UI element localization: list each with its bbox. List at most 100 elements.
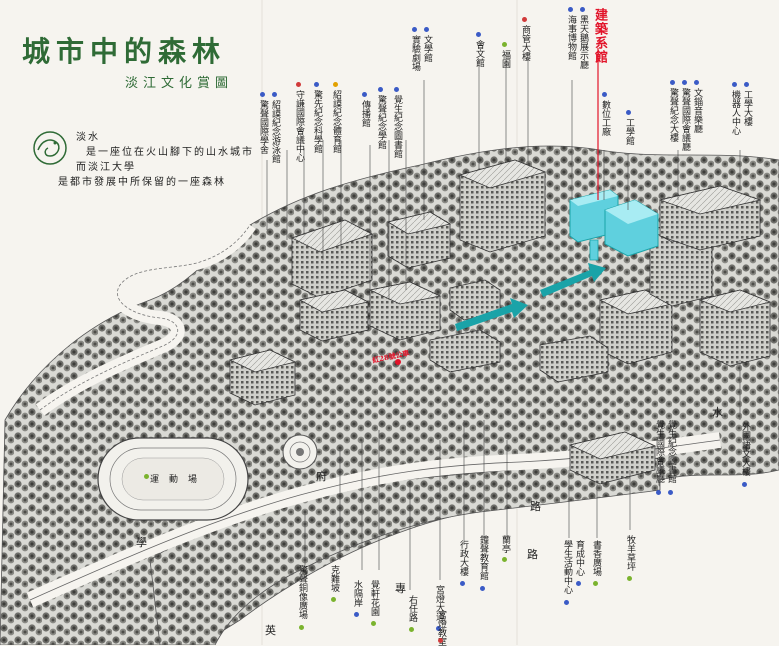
road-label-lu-2: 路: [527, 548, 538, 561]
building-label[interactable]: 黑天鵝展示廳: [578, 15, 588, 69]
road-label-fu: 府: [316, 470, 327, 483]
road-label-xue: 學: [136, 536, 147, 549]
building-dot: [378, 87, 383, 92]
sports-track: [97, 437, 249, 521]
route-arrows: [455, 263, 606, 331]
dragon-seal-icon: [33, 131, 67, 165]
road-label-lu-1: 路: [530, 500, 541, 513]
leader-lines: [266, 60, 741, 590]
place-dot: [331, 596, 336, 602]
building-dot: [296, 82, 301, 87]
place-dot: [371, 621, 376, 626]
building-label[interactable]: 驚聲紀念學館: [376, 95, 386, 149]
building-dot: [424, 27, 429, 32]
place-dot: [480, 585, 485, 591]
building-label[interactable]: 實驗劇場: [410, 35, 420, 71]
place-label[interactable]: 外國語文大樓: [740, 422, 750, 476]
place-label[interactable]: 宮燈教室: [436, 610, 446, 646]
building-label[interactable]: 機器人中心: [730, 90, 740, 135]
roundabout: [282, 434, 318, 470]
building-label[interactable]: 數位工廠: [600, 100, 610, 136]
road-label-zhuan: 專: [395, 582, 406, 595]
place-label[interactable]: 牧羊草坪: [625, 535, 635, 571]
place-label[interactable]: 驚聲銅像廣場: [297, 565, 307, 619]
building-label[interactable]: 傳播館: [360, 100, 370, 127]
place-dot: [564, 600, 569, 605]
building-label[interactable]: 紹謨紀念游泳館: [270, 100, 280, 163]
place-label[interactable]: 水隔岸: [352, 580, 362, 607]
building-label[interactable]: 驚聲紀念大樓: [668, 88, 678, 142]
building-label[interactable]: 紹謨紀念體育館: [331, 90, 341, 153]
building-dot: [626, 110, 631, 115]
map-subtitle: 淡江文化賞圖: [125, 76, 234, 91]
place-dot: [409, 626, 414, 632]
building-label[interactable]: 商管大樓: [520, 25, 530, 61]
building-dot: [694, 80, 699, 85]
place-label[interactable]: 宮燈大道: [434, 585, 444, 621]
place-dot: [593, 581, 598, 586]
building-label[interactable]: 覺生紀念圖書館: [392, 95, 402, 158]
building-label[interactable]: 海事博物館: [566, 15, 576, 60]
place-label[interactable]: 行政大樓: [458, 540, 468, 576]
road-label-shui: 水: [712, 406, 723, 419]
building-label[interactable]: 驚先紀念科學館: [312, 90, 322, 153]
place-label[interactable]: 克難坡: [329, 565, 339, 592]
place-dot: [460, 581, 465, 586]
place-label[interactable]: 育成中心: [574, 540, 584, 576]
building-dot: [522, 17, 527, 22]
building-dot: [670, 80, 675, 85]
place-dot: [668, 489, 673, 495]
building-label[interactable]: 文學館: [422, 35, 432, 62]
building-label[interactable]: 文錙音樂廳: [692, 88, 702, 133]
sports-track-dot: [144, 474, 149, 479]
building-label[interactable]: 守謙國際會議中心: [294, 90, 304, 162]
building-dot: [362, 92, 367, 97]
place-label[interactable]: 覺生國際會議廳: [654, 420, 664, 483]
building-label[interactable]: 工學館: [624, 118, 634, 145]
building-dot: [602, 92, 607, 97]
bus-stop-marker: [395, 359, 401, 365]
place-dot: [627, 576, 632, 581]
building-label[interactable]: 工學大樓: [742, 90, 752, 126]
building-dot: [580, 7, 585, 12]
place-label[interactable]: 鐘聲教育館: [478, 535, 488, 580]
building-dot: [412, 27, 417, 32]
place-dot: [354, 611, 359, 617]
building-label[interactable]: 會文館: [474, 40, 484, 67]
building-dot: [314, 82, 319, 87]
place-dot: [742, 482, 747, 487]
place-label[interactable]: 覺軒花園: [369, 580, 379, 616]
building-dot: [333, 82, 338, 87]
place-label[interactable]: 書香廣場: [591, 540, 601, 576]
building-label[interactable]: 福園: [500, 50, 510, 68]
road-label-ying: 英: [265, 624, 276, 637]
building-dot: [476, 32, 481, 37]
building-label[interactable]: 驚聲國際學舍: [258, 100, 268, 154]
architecture-building-label[interactable]: 建築系館: [592, 8, 607, 64]
building-dot: [272, 92, 277, 97]
place-label[interactable]: 右任路: [407, 595, 417, 622]
place-dot: [576, 581, 581, 586]
building-label[interactable]: 驚聲國際會議廳: [680, 88, 690, 151]
place-label[interactable]: 學生活動中心: [562, 540, 572, 594]
architecture-building-highlight[interactable]: [569, 189, 659, 261]
intro-line-2: 是一座位在火山腳下的山水城市: [86, 147, 254, 158]
intro-line-1: 淡水: [76, 132, 100, 143]
building-dot: [260, 92, 265, 97]
place-label[interactable]: 覺生紀念圖書館: [666, 420, 676, 483]
intro-line-3: 而淡江大學: [76, 162, 136, 173]
place-label[interactable]: 蘭亭: [500, 535, 510, 553]
building-dot: [394, 87, 399, 92]
place-dot: [299, 625, 304, 630]
building-dot: [682, 80, 687, 85]
intro-line-4: 是都市發展中所保留的一座森林: [58, 177, 226, 188]
place-dot: [656, 489, 661, 495]
place-dot: [502, 557, 507, 562]
building-dot: [502, 42, 507, 47]
place-dot: [438, 638, 443, 643]
place-dot: [436, 626, 441, 631]
building-dot: [568, 7, 573, 12]
buildings: [228, 159, 772, 485]
building-dot: [732, 82, 737, 87]
